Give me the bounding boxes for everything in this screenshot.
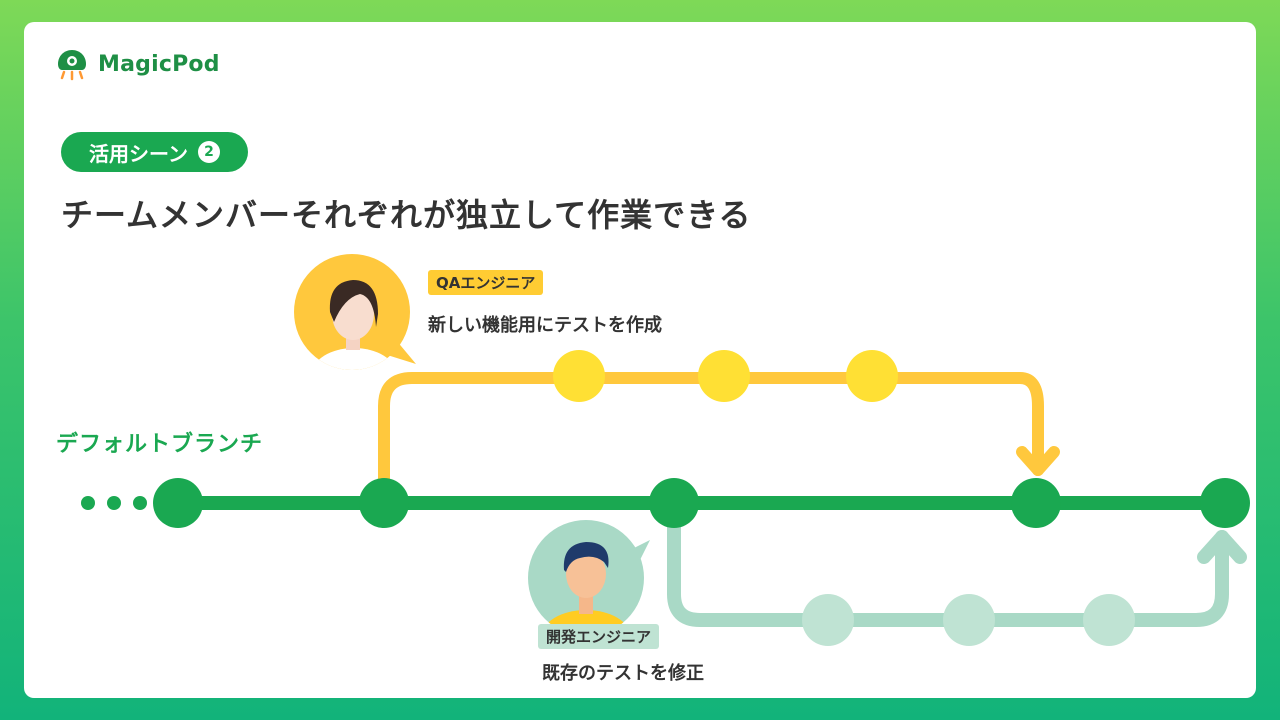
main-commit-node	[1200, 478, 1250, 528]
dev-role-description: 既存のテストを修正	[542, 663, 704, 684]
branch-diagram	[81, 254, 1250, 646]
dev-commit-node	[1083, 594, 1135, 646]
section-label: 活用シーン	[89, 141, 188, 166]
dev-branch-line	[667, 495, 1229, 627]
dev-commit-node	[943, 594, 995, 646]
ellipsis-dot	[107, 496, 121, 510]
slide-card: MagicPod 活用シーン 2 チームメンバーそれぞれが独立して作業できる デ…	[24, 22, 1256, 698]
rocket-logo-icon	[58, 50, 86, 81]
default-branch-label: デフォルトブランチ	[56, 432, 264, 457]
brand-name: MagicPod	[98, 51, 220, 77]
qa-engineer-avatar	[294, 254, 416, 370]
ellipsis-dot	[81, 496, 95, 510]
main-commit-node	[153, 478, 203, 528]
dev-merge-arrow-icon	[1197, 530, 1247, 564]
qa-commit-node	[698, 350, 750, 402]
qa-commit-node	[846, 350, 898, 402]
dev-role-badge: 開発エンジニア	[538, 624, 660, 649]
ellipsis-dot	[133, 496, 147, 510]
section-number: 2	[198, 141, 220, 163]
qa-role-description: 新しい機能用にテストを作成	[428, 315, 662, 336]
qa-merge-arrow-icon	[1016, 446, 1060, 476]
qa-role-badge: QAエンジニア	[428, 270, 544, 295]
main-commit-node	[649, 478, 699, 528]
dev-engineer-avatar	[528, 520, 650, 636]
brand-logo: MagicPod	[54, 44, 220, 84]
main-commit-node	[359, 478, 409, 528]
qa-commit-node	[553, 350, 605, 402]
dev-commit-node	[802, 594, 854, 646]
page-title: チームメンバーそれぞれが独立して作業できる	[61, 196, 752, 234]
main-commit-node	[1011, 478, 1061, 528]
section-pill: 活用シーン 2	[61, 132, 248, 172]
